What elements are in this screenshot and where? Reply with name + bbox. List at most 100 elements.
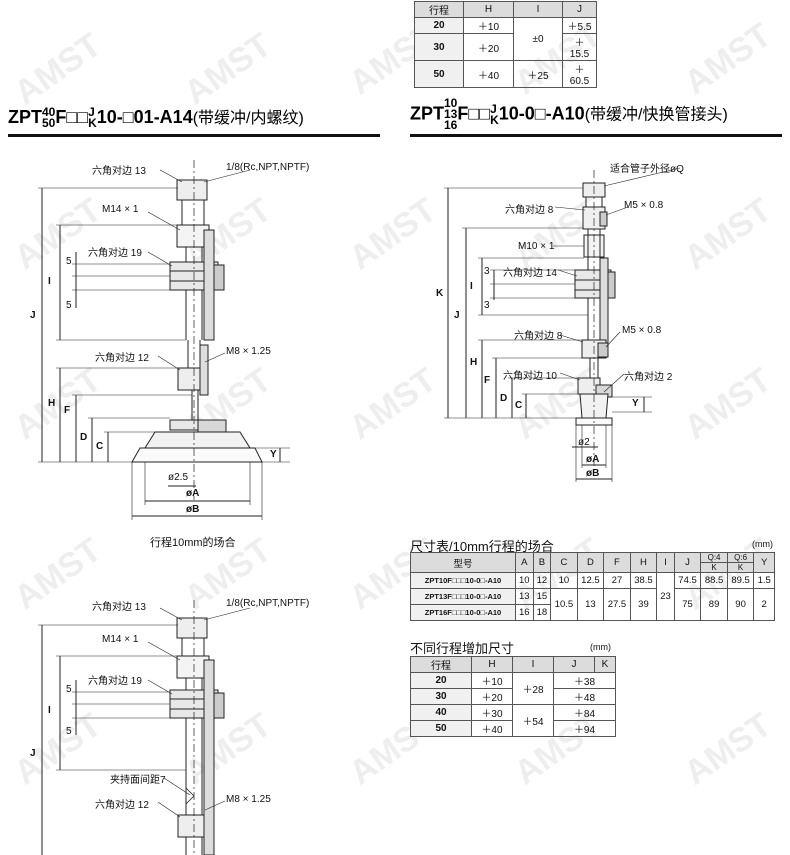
table-header: C: [550, 552, 578, 573]
table-cell: 89.5: [726, 572, 755, 589]
table-cell: ＋94: [553, 720, 616, 737]
label-m10: M10 × 1: [518, 241, 555, 252]
dim-F: F: [64, 405, 71, 416]
table-cell: 50: [410, 720, 472, 737]
table-header: K: [726, 562, 755, 573]
table-cell: 12: [532, 572, 552, 589]
table-cell: 50: [414, 60, 464, 88]
table-row: 50 ＋40 ＋25 ＋60.5: [414, 60, 597, 88]
table-header: Q:4: [700, 552, 728, 563]
table-header: A: [515, 552, 534, 573]
label-hex13: 六角对边 13: [92, 602, 146, 613]
dimension-table: 型号 A B C D F H I J Q:4 Q:6 Y K K ZPT10F□…: [410, 552, 775, 621]
table-header: K: [700, 562, 728, 573]
label-tube: 适合管子外径øQ: [610, 164, 684, 175]
table-header: D: [576, 552, 605, 573]
table-cell: ＋84: [553, 704, 616, 721]
jk-top: J: [88, 105, 95, 120]
dim-Y: Y: [270, 449, 277, 460]
jk-top: J: [490, 101, 497, 116]
model-prefix: ZPT: [8, 107, 42, 127]
table-cell: 39: [629, 588, 658, 621]
table-cell: 75: [673, 588, 702, 621]
table-header: K: [594, 656, 616, 673]
label-dia25: ø2.5: [168, 472, 189, 483]
table-row: ZPT13F□□□10-0□-A10 13 15 10.5 13 27.5 39…: [410, 588, 775, 621]
label-m5b: M5 × 0.8: [622, 325, 662, 336]
table-cell: 10: [515, 572, 534, 589]
label-m14: M14 × 1: [102, 634, 139, 645]
table-row: ZPT16F□□□10-0□-A10 16 18: [410, 604, 775, 621]
table-header-row: 型号 A B C D F H I J Q:4 Q:6 Y: [410, 552, 775, 573]
table-cell: 16: [515, 604, 534, 621]
dim-table-unit: (mm): [752, 539, 773, 549]
model-suffix: 10-□01-A14: [96, 107, 193, 127]
stroke-table-title: 不同行程增加尺寸: [410, 641, 515, 656]
dim-K: K: [436, 288, 444, 299]
stroke-table-unit: (mm): [590, 642, 611, 652]
label-hex13: 六角对边 13: [92, 166, 146, 177]
table-cell: 90: [726, 588, 755, 621]
label-m14: M14 × 1: [102, 204, 139, 215]
table-cell: ＋20: [471, 688, 513, 705]
bore-bottom: 50: [42, 116, 56, 131]
dim-five: 5: [66, 726, 72, 737]
label-port: 1/8(Rc,NPT,NPTF): [226, 598, 310, 609]
label-hex8b: 六角对边 8: [514, 331, 563, 342]
table-cell: ＋60.5: [562, 60, 597, 88]
table-header: Y: [753, 552, 775, 573]
table-header: J: [553, 656, 595, 673]
dim-J: J: [30, 748, 36, 759]
model-note: (带缓冲/快换管接头): [584, 106, 728, 124]
bore-16: 16: [444, 118, 458, 132]
label-m8: M8 × 1.25: [226, 346, 271, 357]
table-header: 型号: [410, 552, 516, 573]
dim-I: I: [48, 276, 51, 287]
table-header: B: [532, 552, 552, 573]
table-header: H: [629, 552, 658, 573]
dim-table-title: 尺寸表/10mm行程的场合: [410, 539, 554, 554]
label-diaA: øA: [186, 488, 200, 499]
table-cell: 10: [550, 572, 578, 589]
label-port: 1/8(Rc,NPT,NPTF): [226, 162, 310, 173]
table-cell: 40: [410, 704, 472, 721]
label-hex19: 六角对边 19: [88, 676, 142, 687]
table-cell: ZPT10F□□□10-0□-A10: [410, 572, 516, 589]
jk-bottom: K: [88, 116, 97, 131]
table-cell: ＋38: [553, 672, 616, 689]
table-header: I: [656, 552, 675, 573]
table-cell: 2: [753, 588, 775, 621]
dim-D: D: [500, 393, 508, 404]
table-cell: 10.5: [550, 588, 578, 621]
dim-C: C: [96, 441, 104, 452]
table-cell: 30: [410, 688, 472, 705]
table-header: H: [463, 1, 514, 18]
table-cell: ZPT13F□□□10-0□-A10: [410, 588, 516, 605]
dim-three: 3: [484, 300, 490, 311]
table-cell: 18: [532, 604, 552, 621]
hex13-nut: [176, 179, 208, 201]
model-suffix: 10-0□-A10: [498, 103, 585, 124]
stroke-table: 行程 H I J K 20 ＋10 ＋28 ＋38 30 ＋20 ＋48 40 …: [410, 656, 616, 737]
table-cell: 20: [410, 672, 472, 689]
label-hex2: 六角对边 2: [624, 372, 673, 383]
right-heading-rule: [410, 134, 782, 137]
model-note: (带缓冲/内螺纹): [192, 110, 304, 127]
dim-I: I: [470, 281, 473, 292]
label-hex10: 六角对边 10: [503, 371, 557, 382]
dim-three: 3: [484, 266, 490, 277]
table-row: 40 ＋30 ＋54 ＋84: [410, 704, 616, 737]
table-row: ZPT10F□□□10-0□-A10 10 12 10 12.5 27 38.5…: [410, 572, 775, 621]
jk-bottom: K: [490, 112, 499, 127]
dim-H: H: [48, 398, 56, 409]
drawing-caption: 行程10mm的场合: [150, 537, 236, 549]
left-heading-rule: [8, 134, 380, 137]
label-diaA: øA: [586, 454, 600, 465]
label-hex12: 六角对边 12: [95, 800, 149, 811]
label-m8: M8 × 1.25: [226, 794, 271, 805]
top-stroke-table: 行程 H I J 20 ＋10 ±0 ＋5.5 30 ＋20 ＋15.5 50 …: [414, 1, 597, 88]
